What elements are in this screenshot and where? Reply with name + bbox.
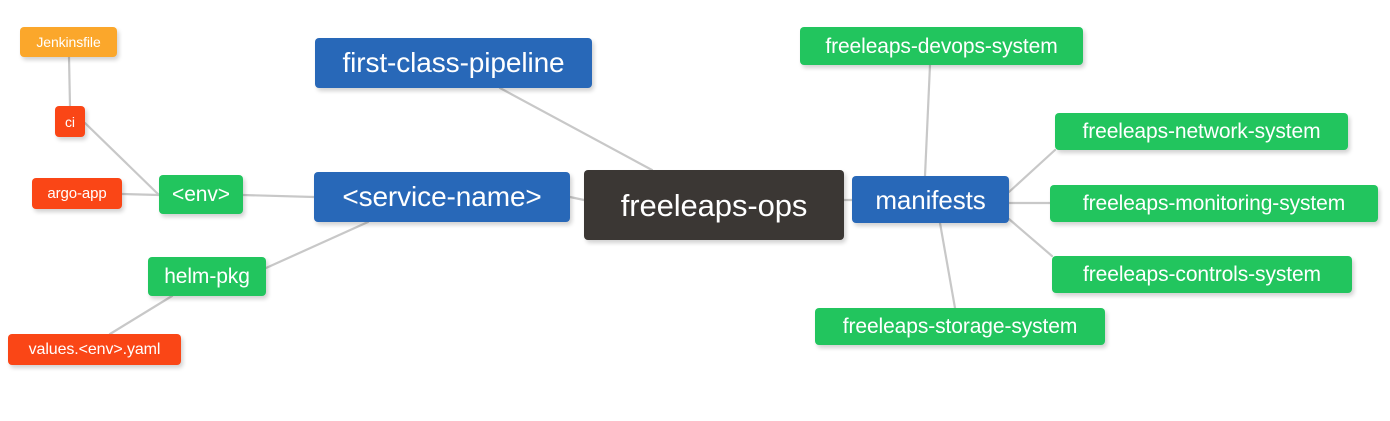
node-jenkinsfile[interactable]: Jenkinsfile bbox=[20, 27, 117, 57]
edge-jenkins-ci bbox=[67, 55, 72, 108]
node-label: freeleaps-devops-system bbox=[825, 34, 1058, 58]
node-freeleaps-controls-system[interactable]: freeleaps-controls-system bbox=[1052, 256, 1352, 293]
edge-manifests-network bbox=[1007, 148, 1057, 194]
node-env[interactable]: <env> bbox=[159, 175, 243, 214]
node-label: manifests bbox=[875, 184, 986, 215]
node-freeleaps-storage-system[interactable]: freeleaps-storage-system bbox=[815, 308, 1105, 345]
node-label: values.<env>.yaml bbox=[28, 340, 161, 358]
node-freeleaps-devops-system[interactable]: freeleaps-devops-system bbox=[800, 27, 1083, 65]
node-argo-app[interactable]: argo-app bbox=[32, 178, 122, 209]
node-label: Jenkinsfile bbox=[36, 34, 101, 50]
node-first-class-pipeline[interactable]: first-class-pipeline bbox=[315, 38, 592, 88]
edge-manifests-devops bbox=[923, 63, 932, 178]
node-label: helm-pkg bbox=[164, 265, 250, 288]
node-label: first-class-pipeline bbox=[342, 47, 565, 78]
edge-argo-env bbox=[120, 192, 161, 197]
node-label: freeleaps-network-system bbox=[1082, 120, 1321, 143]
edge-env-service bbox=[241, 193, 316, 199]
node-label: freeleaps-storage-system bbox=[842, 315, 1078, 338]
node-label: freeleaps-controls-system bbox=[1083, 263, 1321, 286]
node-label: freeleaps-monitoring-system bbox=[1082, 192, 1346, 215]
node-service-name[interactable]: <service-name> bbox=[314, 172, 570, 222]
edge-values-helm bbox=[108, 294, 174, 336]
node-label: freeleaps-ops bbox=[620, 187, 808, 223]
edge-pipeline-root bbox=[498, 86, 654, 172]
node-ci[interactable]: ci bbox=[55, 106, 85, 137]
node-label: ci bbox=[65, 113, 75, 130]
edge-manifests-storage bbox=[938, 221, 957, 310]
node-label: <env> bbox=[172, 183, 230, 206]
node-label: <service-name> bbox=[342, 181, 542, 212]
node-freeleaps-ops[interactable]: freeleaps-ops bbox=[584, 170, 844, 240]
node-freeleaps-network-system[interactable]: freeleaps-network-system bbox=[1055, 113, 1348, 150]
edge-service-root bbox=[568, 195, 586, 202]
node-manifests[interactable]: manifests bbox=[852, 176, 1009, 223]
edge-helm-service bbox=[264, 220, 370, 270]
node-helm-pkg[interactable]: helm-pkg bbox=[148, 257, 266, 296]
node-label: argo-app bbox=[47, 185, 107, 202]
node-values-yaml[interactable]: values.<env>.yaml bbox=[8, 334, 181, 365]
edge-manifests-controls bbox=[1007, 217, 1054, 258]
node-freeleaps-monitoring-system[interactable]: freeleaps-monitoring-system bbox=[1050, 185, 1378, 222]
